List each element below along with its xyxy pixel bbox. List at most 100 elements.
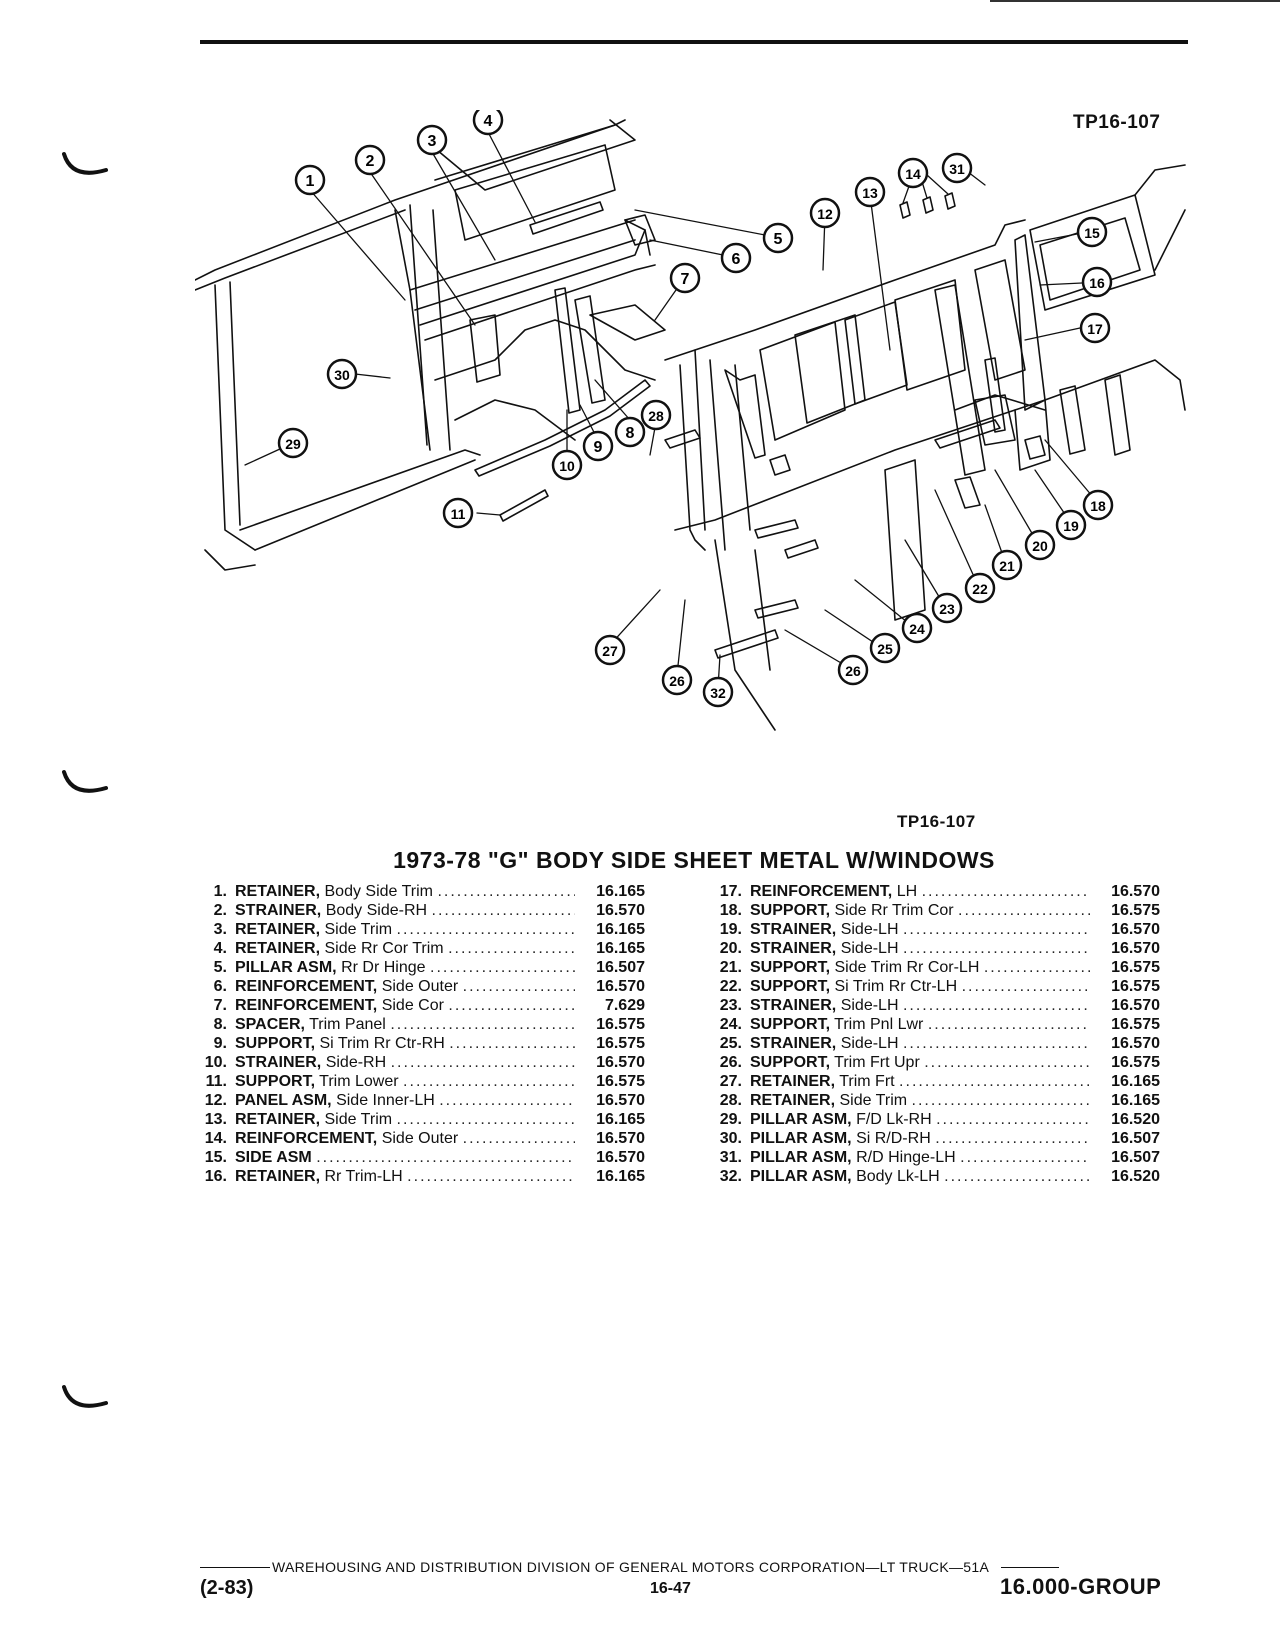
part-name: RETAINER, xyxy=(750,1092,836,1109)
part-name: SIDE ASM xyxy=(235,1149,312,1166)
part-name: SUPPORT, xyxy=(750,1054,831,1071)
part-detail: Rr Trim-LH xyxy=(324,1168,403,1185)
part-detail: Side-LH xyxy=(840,921,899,938)
part-description: RETAINER, Side Trim ....................… xyxy=(750,1091,1090,1110)
part-description: RETAINER, Rr Trim-LH ...................… xyxy=(235,1167,575,1186)
svg-text:4: 4 xyxy=(484,113,493,130)
part-detail: Trim Pnl Lwr xyxy=(834,1016,924,1033)
svg-text:6: 6 xyxy=(732,251,741,268)
part-name: STRAINER, xyxy=(235,1054,322,1071)
leader-dots: ........................................… xyxy=(396,921,575,938)
part-group-code: 16.570 xyxy=(1111,883,1160,900)
part-name: RETAINER, xyxy=(750,1073,836,1090)
callout-1: 1 xyxy=(294,164,326,196)
part-row: 7.REINFORCEMENT, Side Cor ..............… xyxy=(193,996,673,1015)
leader-dots: ........................................… xyxy=(462,1130,575,1147)
part-name: RETAINER, xyxy=(235,1168,321,1185)
callout-26-right: 26 xyxy=(837,654,869,686)
part-group-code: 16.575 xyxy=(1111,902,1160,919)
part-number: 1. xyxy=(213,883,227,900)
svg-text:25: 25 xyxy=(877,641,893,657)
part-group-code: 16.570 xyxy=(596,1054,645,1071)
part-group-code: 16.575 xyxy=(1111,1054,1160,1071)
callout-3: 3 xyxy=(416,124,448,156)
leader-dots: ........................................… xyxy=(944,1168,1090,1185)
part-description: PANEL ASM, Side Inner-LH ...............… xyxy=(235,1091,575,1110)
part-description: PILLAR ASM, Rr Dr Hinge ................… xyxy=(235,958,575,977)
part-name: STRAINER, xyxy=(750,921,837,938)
part-group-code: 16.570 xyxy=(596,1092,645,1109)
part-description: STRAINER, Side-LH ......................… xyxy=(750,1034,1090,1053)
leader-dots: ........................................… xyxy=(439,1092,575,1109)
svg-text:27: 27 xyxy=(602,643,618,659)
part-number: 26. xyxy=(719,1054,742,1071)
part-row: 16.RETAINER, Rr Trim-LH ................… xyxy=(193,1167,673,1186)
leader-dots: ........................................… xyxy=(961,978,1090,995)
part-number: 23. xyxy=(719,997,742,1014)
part-row: 8.SPACER, Trim Panel ...................… xyxy=(193,1015,673,1034)
part-number: 13. xyxy=(204,1111,227,1128)
part-group-code: 16.570 xyxy=(596,1130,645,1147)
part-group-code: 16.570 xyxy=(1111,921,1160,938)
part-description: STRAINER, Side-LH ......................… xyxy=(750,920,1090,939)
svg-text:9: 9 xyxy=(594,439,603,456)
svg-text:1: 1 xyxy=(306,173,315,190)
svg-text:20: 20 xyxy=(1032,538,1048,554)
part-row: 9.SUPPORT, Si Trim Rr Ctr-RH ...........… xyxy=(193,1034,673,1053)
svg-text:32: 32 xyxy=(710,685,726,701)
leader-dots: ........................................… xyxy=(448,997,575,1014)
part-group-code: 16.570 xyxy=(1111,1035,1160,1052)
part-row: 19.STRAINER, Side-LH ...................… xyxy=(708,920,1188,939)
right-body-side-outline xyxy=(664,164,1186,731)
callout-7: 7 xyxy=(669,262,701,294)
part-group-code: 16.507 xyxy=(1111,1149,1160,1166)
part-number: 24. xyxy=(719,1016,742,1033)
part-name: REINFORCEMENT, xyxy=(235,1130,378,1147)
leader-lines xyxy=(244,131,1099,689)
part-description: SUPPORT, Side Rr Trim Cor ..............… xyxy=(750,901,1090,920)
part-description: REINFORCEMENT, Side Outer ..............… xyxy=(235,977,575,996)
part-row: 6.REINFORCEMENT, Side Outer ............… xyxy=(193,977,673,996)
leader-dots: ........................................… xyxy=(407,1168,575,1185)
part-description: SUPPORT, Side Trim Rr Cor-LH ...........… xyxy=(750,958,1090,977)
part-description: PILLAR ASM, Si R/D-RH ..................… xyxy=(750,1129,1090,1148)
part-group-code: 16.507 xyxy=(1111,1130,1160,1147)
callout-24: 24 xyxy=(901,612,933,644)
part-detail: Side-RH xyxy=(325,1054,387,1071)
callout-circles: 1 2 3 4 5 6 7 8 9 10 11 12 13 14 15 16 1… xyxy=(277,110,1114,708)
part-group-code: 16.575 xyxy=(596,1073,645,1090)
part-name: SUPPORT, xyxy=(750,1016,831,1033)
leader-dots: ........................................… xyxy=(927,1016,1090,1033)
leader-dots: ........................................… xyxy=(902,1035,1090,1052)
leader-dots: ........................................… xyxy=(390,1054,575,1071)
part-detail: Side Rr Trim Cor xyxy=(834,902,954,919)
part-description: RETAINER, Trim Frt .....................… xyxy=(750,1072,1090,1091)
parts-list-right: 17.REINFORCEMENT, LH ...................… xyxy=(708,882,1188,1186)
callout-19: 19 xyxy=(1055,509,1087,541)
part-number: 31. xyxy=(719,1149,742,1166)
part-description: STRAINER, Side-RH ......................… xyxy=(235,1053,575,1072)
callout-17: 17 xyxy=(1079,312,1111,344)
part-group-code: 16.165 xyxy=(596,883,645,900)
part-number: 21. xyxy=(719,959,742,976)
part-number: 4. xyxy=(213,940,227,957)
part-row: 22.SUPPORT, Si Trim Rr Ctr-LH ..........… xyxy=(708,977,1188,996)
small-parts-left xyxy=(469,201,666,522)
leader-dots: ........................................… xyxy=(983,959,1090,976)
callout-8: 8 xyxy=(614,416,646,448)
part-description: REINFORCEMENT, Side Outer ..............… xyxy=(235,1129,575,1148)
binder-hole-mark-bottom xyxy=(62,1385,108,1408)
part-row: 17.REINFORCEMENT, LH ...................… xyxy=(708,882,1188,901)
svg-text:16: 16 xyxy=(1089,275,1105,291)
leader-dots: ........................................… xyxy=(936,1111,1090,1128)
part-detail: Side Outer xyxy=(381,1130,459,1147)
part-row: 11.SUPPORT, Trim Lower .................… xyxy=(193,1072,673,1091)
part-row: 1.RETAINER, Body Side Trim .............… xyxy=(193,882,673,901)
leader-dots: ........................................… xyxy=(960,1149,1090,1166)
callout-31: 31 xyxy=(941,152,973,184)
part-description: PILLAR ASM, Body Lk-LH .................… xyxy=(750,1167,1090,1186)
part-detail: Side-LH xyxy=(840,997,899,1014)
part-name: SUPPORT, xyxy=(750,902,831,919)
footer-rule-left xyxy=(200,1566,270,1568)
callout-22: 22 xyxy=(964,572,996,604)
